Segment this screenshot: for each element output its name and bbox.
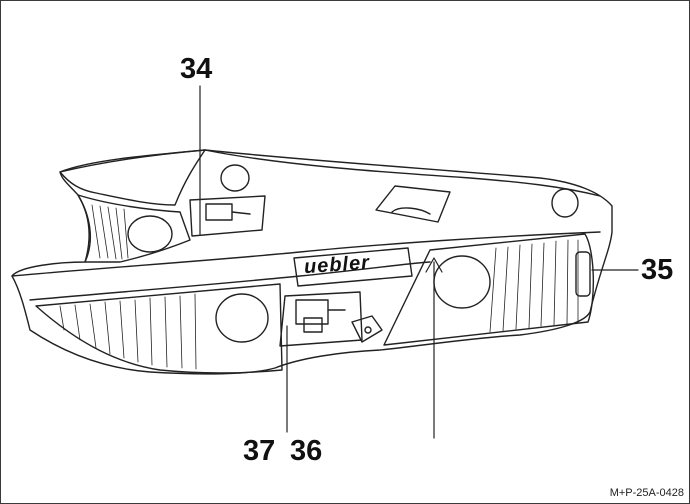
right-end-cap bbox=[575, 251, 591, 297]
right-lens-ribs bbox=[489, 239, 579, 333]
arrow-36 bbox=[425, 257, 443, 273]
bulb-lower-left bbox=[215, 293, 269, 343]
bolt-hole-top-left bbox=[220, 164, 250, 192]
upper-socket-housing bbox=[189, 195, 266, 237]
bulb-right bbox=[433, 255, 491, 309]
top-clip-recess bbox=[375, 185, 451, 223]
upper-socket-contact bbox=[205, 203, 233, 221]
center-socket-housing bbox=[279, 291, 363, 347]
lower-band bbox=[11, 231, 601, 277]
callout-37: 37 bbox=[243, 435, 276, 467]
left-upper-lens-ribs bbox=[91, 204, 129, 260]
left-upper-chamber bbox=[77, 194, 191, 263]
figure-reference-code: M+P-25A-0428 bbox=[609, 487, 684, 499]
top-surface-line bbox=[204, 149, 601, 197]
lower-left-lens-ribs bbox=[59, 293, 197, 370]
lower-left-chamber bbox=[35, 283, 283, 374]
bulb-upper-left bbox=[127, 215, 173, 253]
top-ridge bbox=[59, 149, 206, 206]
mounting-tab bbox=[351, 315, 383, 343]
brand-logo: uebler bbox=[303, 251, 371, 279]
carrier-body-outline bbox=[11, 149, 613, 375]
bolt-hole-top-right bbox=[551, 188, 579, 218]
leader-lines bbox=[199, 85, 639, 439]
callout-35: 35 bbox=[641, 254, 674, 286]
center-socket-contact bbox=[295, 299, 329, 325]
right-chamber bbox=[383, 233, 594, 346]
callout-36: 36 bbox=[290, 435, 323, 467]
logo-plate bbox=[293, 247, 413, 287]
callout-34: 34 bbox=[180, 53, 213, 85]
